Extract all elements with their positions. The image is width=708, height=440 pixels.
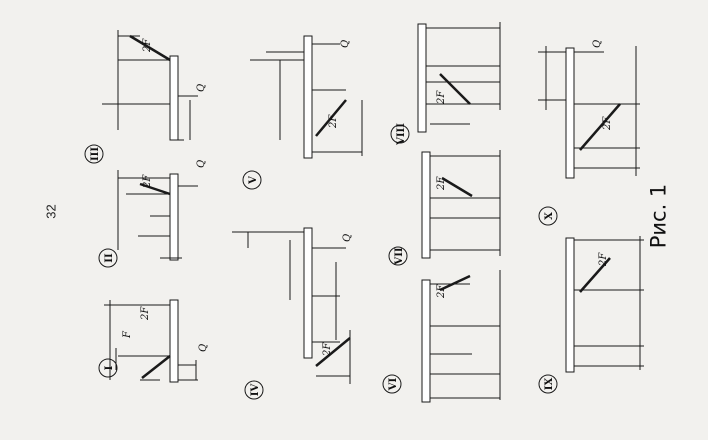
scheme-label-VII: VII (394, 247, 405, 265)
dim-label: Q (592, 40, 603, 48)
scheme-IV (232, 227, 351, 384)
dim-label: 2F (142, 174, 153, 189)
scheme-VI (421, 270, 501, 403)
scheme-label-III: III (90, 147, 101, 161)
scheme-V (250, 35, 363, 159)
scheme-label-X: X (544, 212, 555, 220)
dim-label: 2F (322, 342, 333, 357)
scheme-II (117, 170, 198, 261)
scheme-label-II: II (104, 253, 115, 263)
dim-label: Q (196, 84, 207, 92)
dim-label: F (122, 330, 133, 339)
scheme-VII (421, 150, 501, 259)
scheme-III (102, 30, 198, 141)
scheme-X (538, 46, 640, 179)
dim-label: 2F (436, 90, 447, 105)
dim-label: 2F (328, 114, 339, 129)
dim-label: Q (198, 344, 209, 352)
dim-label: Q (340, 40, 351, 48)
scheme-label-V: V (248, 176, 259, 185)
dim-label: Q (196, 160, 207, 168)
dim-label: 2F (598, 252, 609, 267)
scheme-label-VIII: VIII (396, 123, 407, 146)
scheme-label-IV: IV (250, 384, 261, 397)
scheme-IX (565, 236, 644, 373)
dim-label: 2F (142, 38, 153, 53)
dim-label: 2F (140, 306, 151, 321)
scheme-label-I: I (104, 365, 115, 370)
scheme-label-VI: VI (388, 377, 399, 391)
scheme-VIII (417, 22, 501, 133)
dim-label: 2F (436, 176, 447, 191)
dim-label: 2F (436, 284, 447, 299)
dim-label: Q (342, 234, 353, 242)
scheme-label-IX: IX (544, 378, 555, 391)
dim-label: 2F (602, 116, 613, 131)
scheme-I (104, 299, 198, 383)
